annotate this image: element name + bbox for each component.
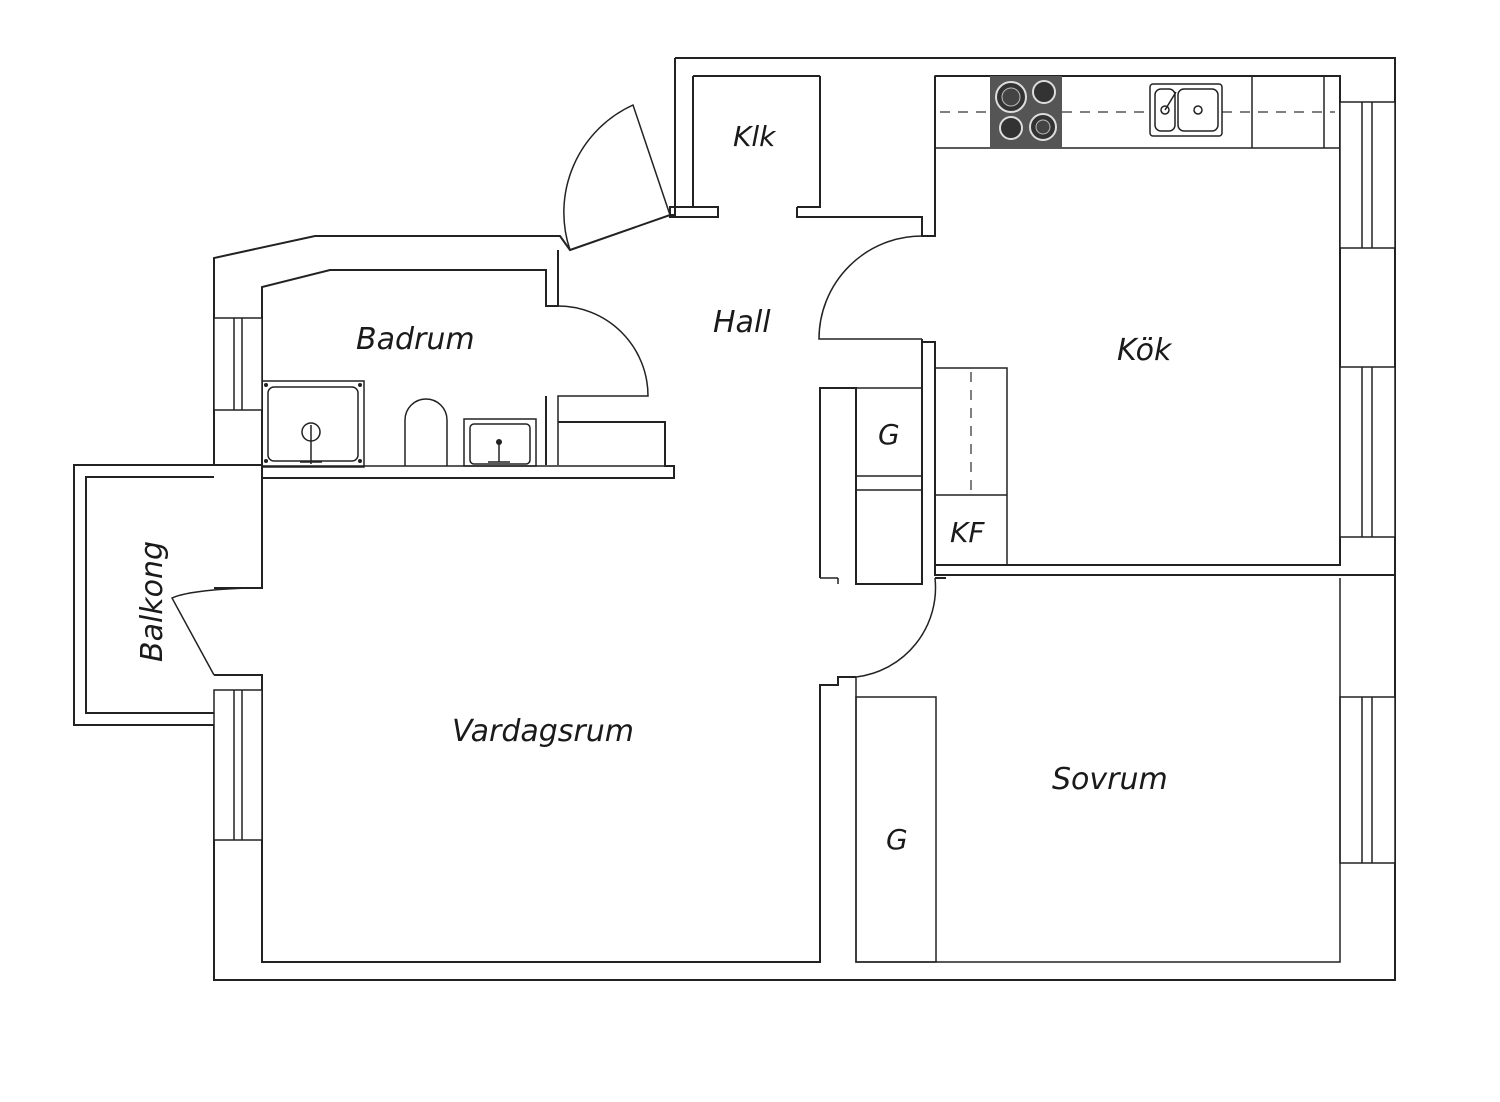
washbasin-icon [463, 418, 537, 467]
bathroom-window [213, 317, 263, 411]
room-label-klk: Klk [733, 120, 777, 153]
room-label-kf: KF [950, 516, 985, 549]
bedroom-door [855, 577, 1341, 963]
bedroom [855, 577, 1341, 963]
room-label-badrum: Badrum [356, 322, 475, 357]
room-label-balkong: Balkong [135, 541, 170, 662]
living-room [170, 478, 856, 963]
balcony-door [170, 587, 263, 676]
room-label-sovrum: Sovrum [1052, 762, 1168, 797]
shower-icon [261, 380, 365, 468]
bathroom-door [557, 305, 649, 465]
kitchen [818, 75, 1395, 578]
room-label-garderob-hall: G [878, 418, 900, 451]
room-label-kok: Kök [1117, 333, 1173, 368]
balcony [73, 464, 214, 726]
toilet-icon [404, 398, 448, 466]
kitchen-sink-icon [1149, 83, 1223, 137]
hall-wardrobe [819, 387, 923, 585]
room-label-hall: Hall [713, 305, 771, 340]
right-windows [1339, 101, 1396, 864]
outer-walls [213, 57, 1396, 981]
stove-icon [990, 76, 1062, 148]
entry-door [563, 103, 671, 251]
room-label-garderob-sovrum: G [886, 823, 908, 856]
kitchen-door [818, 235, 923, 340]
room-label-vardagsrum: Vardagsrum [452, 714, 634, 749]
bathroom [214, 250, 675, 479]
